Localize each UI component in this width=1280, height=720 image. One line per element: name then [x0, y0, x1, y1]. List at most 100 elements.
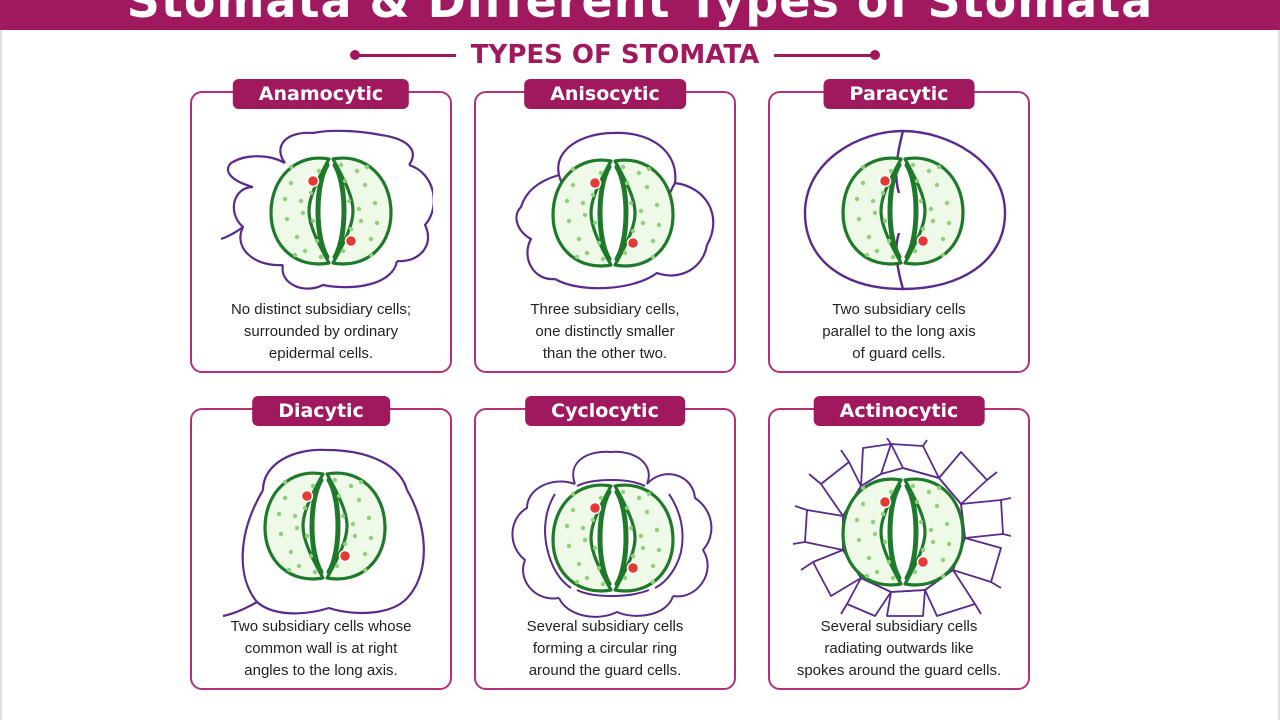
- chloroplast: [656, 222, 662, 228]
- chloroplast: [346, 198, 352, 204]
- chloroplast: [874, 248, 880, 254]
- chloroplast: [308, 553, 314, 559]
- guard-cell: [841, 477, 903, 587]
- chloroplast: [866, 234, 872, 240]
- chloroplast: [638, 208, 644, 214]
- chloroplast: [872, 531, 878, 537]
- subtitle-dot-right: [870, 50, 880, 60]
- chloroplast: [294, 234, 300, 240]
- chloroplast: [860, 180, 866, 186]
- chloroplast: [856, 537, 862, 543]
- header-banner: Stomata & Different Types of Stomata: [0, 0, 1280, 30]
- subtitle-line-left: [356, 54, 456, 57]
- subtitle-dot-left: [350, 50, 360, 60]
- description-line: one distinctly smaller: [535, 323, 675, 340]
- chloroplast: [564, 198, 570, 204]
- card-description: Two subsidiary cells parallel to the lon…: [778, 299, 1020, 365]
- chloroplast: [934, 503, 940, 509]
- chloroplast: [930, 539, 936, 545]
- nucleus: [916, 234, 930, 248]
- chloroplast: [888, 168, 894, 174]
- chloroplast: [570, 166, 576, 172]
- nucleus: [916, 555, 930, 569]
- card-description: Several subsidiary cells forming a circu…: [484, 616, 726, 682]
- chloroplast: [882, 218, 888, 224]
- description-line: epidermal cells.: [268, 345, 374, 362]
- chloroplast: [646, 491, 652, 497]
- chloroplast: [928, 206, 934, 212]
- guard-cell: [903, 477, 965, 587]
- chloroplast: [340, 513, 346, 519]
- chloroplast: [638, 533, 644, 539]
- chloroplast: [640, 220, 646, 226]
- card-description: Several subsidiary cells radiating outwa…: [778, 616, 1020, 682]
- chloroplast: [620, 164, 626, 170]
- chloroplast: [288, 549, 294, 555]
- chloroplast: [314, 238, 320, 244]
- chloroplast: [362, 567, 368, 573]
- chloroplast: [592, 220, 598, 226]
- chloroplast: [278, 531, 284, 537]
- chloroplast: [910, 162, 916, 168]
- chloroplast: [656, 547, 662, 553]
- card-title: Actinocytic: [813, 396, 985, 426]
- chloroplast: [332, 477, 338, 483]
- chloroplast: [944, 521, 950, 527]
- card-title: Anisocytic: [524, 79, 686, 109]
- chloroplast: [864, 252, 870, 258]
- chloroplast: [872, 210, 878, 216]
- description-line: angles to the long axis.: [244, 662, 398, 679]
- chloroplast: [600, 581, 606, 587]
- guard-cell: [269, 156, 331, 266]
- chloroplast: [574, 254, 580, 260]
- card-diacytic: Diacytic Two subsidiary cells whose comm…: [190, 396, 452, 690]
- chloroplast: [302, 505, 308, 511]
- description-line: forming a circular ring: [532, 640, 678, 657]
- chloroplast: [890, 254, 896, 260]
- card-title: Cyclocytic: [525, 396, 685, 426]
- card-anisocytic: Anisocytic Three subsidiary cells, one d…: [474, 79, 736, 373]
- description-line: Several subsidiary cells: [526, 618, 684, 635]
- chloroplast: [584, 250, 590, 256]
- chloroplast: [918, 198, 924, 204]
- chloroplast: [874, 569, 880, 575]
- actinocytic-diagram: [792, 438, 1011, 617]
- chloroplast: [302, 248, 308, 254]
- anisocytic-diagram: [515, 131, 715, 290]
- chloroplast: [364, 164, 370, 170]
- chloroplast: [282, 479, 288, 485]
- chloroplast: [630, 228, 636, 234]
- chloroplast: [854, 196, 860, 202]
- chloroplast: [880, 511, 886, 517]
- chloroplast: [888, 489, 894, 495]
- chloroplast: [362, 551, 368, 557]
- chloroplast: [282, 196, 288, 202]
- chloroplast: [596, 565, 602, 571]
- chloroplast: [570, 507, 576, 513]
- chloroplast: [866, 555, 872, 561]
- guard-cell: [613, 158, 675, 268]
- card-description: No distinct subsidiary cells; surrounded…: [200, 299, 442, 365]
- chloroplast: [282, 495, 288, 501]
- chloroplast: [576, 561, 582, 567]
- chloroplast: [304, 533, 310, 539]
- chloroplast: [918, 519, 924, 525]
- chloroplast: [650, 238, 656, 244]
- chloroplast: [590, 517, 596, 523]
- chloroplast: [354, 168, 360, 174]
- chloroplast: [318, 254, 324, 260]
- description-line: Two subsidiary cells whose: [230, 618, 412, 635]
- chloroplast: [930, 218, 936, 224]
- chloroplast: [356, 497, 362, 503]
- chloroplast: [940, 557, 946, 563]
- chloroplast: [622, 250, 628, 256]
- chloroplast: [920, 547, 926, 553]
- chloroplast: [288, 164, 294, 170]
- chloroplast: [566, 218, 572, 224]
- chloroplast: [288, 180, 294, 186]
- description-line: Two subsidiary cells: [832, 301, 966, 318]
- paracytic-diagram: [803, 129, 1007, 291]
- chloroplast: [646, 166, 652, 172]
- chloroplast: [910, 483, 916, 489]
- chloroplast: [576, 236, 582, 242]
